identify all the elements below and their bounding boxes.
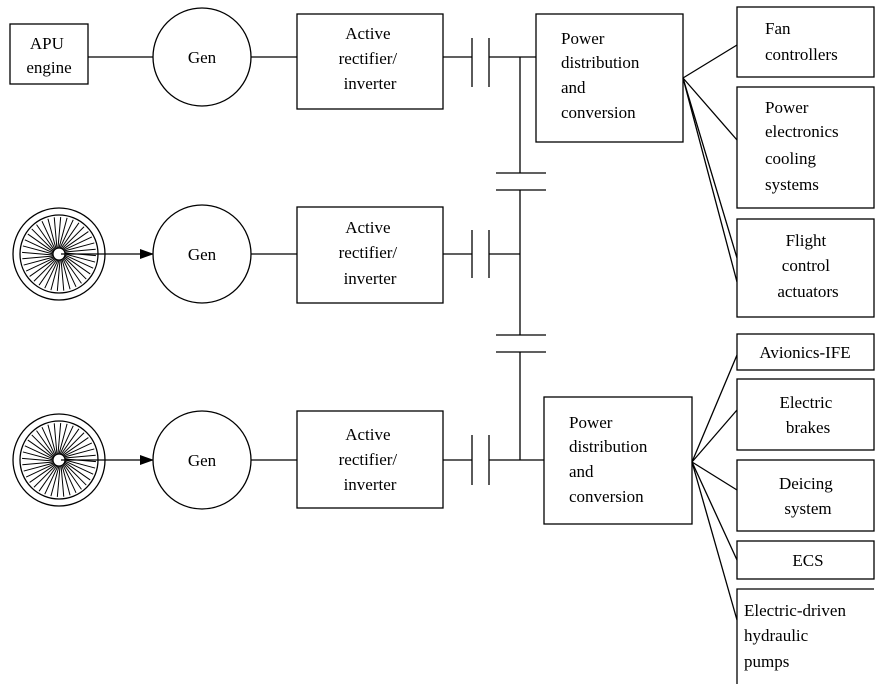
generator-3-label: Gen	[188, 451, 217, 470]
rectifier-1	[296, 13, 444, 110]
load-fan-controllers	[736, 6, 875, 78]
rectifier-2	[296, 206, 444, 304]
load-hydraulic-pumps-label: Electric-driven hydraulic pumps	[744, 601, 850, 671]
load-ecs	[736, 540, 875, 580]
load-electric-brakes-label: Electric brakes	[779, 393, 836, 437]
rectifier-2-label: Active rectifier/ inverter	[339, 218, 402, 288]
power-distribution-1	[535, 13, 684, 143]
load-pe-cooling	[736, 86, 875, 209]
load-deicing-label: Deicing system	[779, 474, 837, 518]
load-deicing	[736, 459, 875, 532]
power-distribution-1-label: Power distribution and conversion	[561, 29, 644, 122]
generator-2-label: Gen	[188, 245, 217, 264]
load-avionics-ife-label: Avionics-IFE	[759, 343, 850, 362]
apu-engine-label: APU engine	[26, 34, 71, 77]
generator-1-label: Gen	[188, 48, 217, 67]
load-pe-cooling-label: Power electronics cooling systems	[765, 98, 843, 194]
rectifier-3-label: Active rectifier/ inverter	[339, 425, 402, 494]
power-distribution-2	[543, 396, 693, 525]
load-electric-brakes	[736, 378, 875, 451]
load-ecs-label: ECS	[792, 551, 823, 570]
rectifier-1-label: Active rectifier/ inverter	[339, 24, 402, 93]
load-hydraulic-pumps	[736, 588, 874, 684]
apu-engine-box	[9, 23, 89, 85]
load-fan-controllers-label: Fan controllers	[765, 19, 838, 64]
rectifier-3	[296, 410, 444, 509]
load-avionics-ife	[736, 333, 875, 371]
load-flight-control-label: Flight control actuators	[777, 231, 838, 301]
power-distribution-2-label: Power distribution and conversion	[569, 413, 652, 506]
load-flight-control	[736, 218, 875, 318]
